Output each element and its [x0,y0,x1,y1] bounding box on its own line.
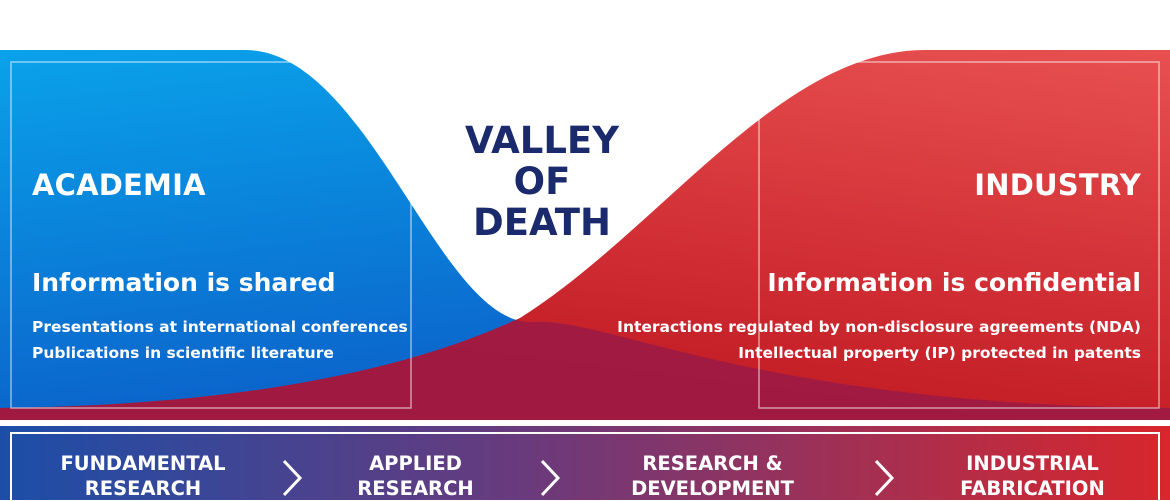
industry-title: INDUSTRY [974,168,1141,202]
valley-title-line: VALLEY [465,119,619,162]
valley-title-line: OF [513,160,571,203]
industry-shape [0,50,1170,420]
industry-subtitle: Information is confidential [767,268,1141,297]
academia-shape [0,50,1170,420]
academia-bullet: Presentations at international conferenc… [32,318,408,336]
industry-bullet-list: Interactions regulated by non-disclosure… [617,314,1141,366]
academia-bullet: Publications in scientific literature [32,344,334,362]
stage-label-line: RESEARCH & [642,452,783,475]
industry-frame [758,61,1160,409]
stage-industrial-fabrication: INDUSTRIAL FABRICATION [905,451,1160,501]
academia-frame [10,61,412,409]
chevron-right-icon [874,459,895,497]
academia-title: ACADEMIA [32,168,206,202]
academia-bullet-list: Presentations at international conferenc… [32,314,408,366]
stage-applied-research: APPLIED RESEARCH [318,451,513,501]
stage-label-line: DEVELOPMENT [631,477,794,500]
stage-label-line: RESEARCH [84,477,202,500]
stage-label-line: FUNDAMENTAL [60,452,226,475]
stage-label-line: RESEARCH [357,477,474,500]
stage-fundamental-research: FUNDAMENTAL RESEARCH [23,451,263,501]
stage-research-development: RESEARCH & DEVELOPMENT [585,451,840,501]
valley-title-line: DEATH [473,201,611,244]
industry-bullet: Intellectual property (IP) protected in … [738,344,1141,362]
industry-bullet: Interactions regulated by non-disclosure… [617,318,1141,336]
stage-label-line: FABRICATION [960,477,1105,500]
stage-label-line: INDUSTRIAL [966,452,1099,475]
chevron-right-icon [540,459,561,497]
chevron-right-icon [282,459,303,497]
valley-of-death-title: VALLEY OF DEATH [442,120,642,243]
stage-label-line: APPLIED [369,452,462,475]
stages-bar-frame [10,432,1160,500]
academia-subtitle: Information is shared [32,268,336,297]
stages-bar [0,426,1170,500]
